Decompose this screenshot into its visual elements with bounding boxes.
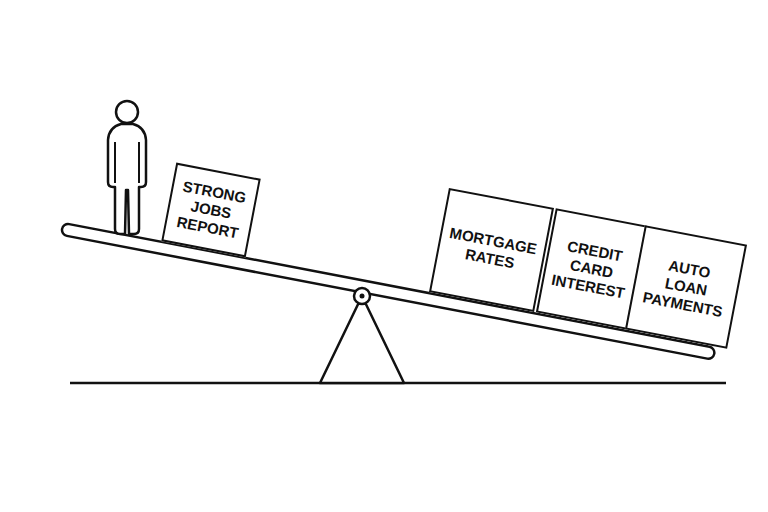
fulcrum-triangle (320, 296, 404, 383)
weight-box: STRONG JOBS REPORT (161, 162, 261, 257)
person-figure (108, 101, 146, 234)
weight-box: MORTGAGE RATES (429, 188, 554, 312)
box-label: MORTGAGE RATES (445, 224, 539, 276)
pivot-circle (354, 288, 370, 304)
box-label: AUTO LOAN PAYMENTS (640, 253, 733, 322)
box-label: STRONG JOBS REPORT (173, 177, 248, 242)
box-label: CREDIT CARD INTEREST (550, 236, 633, 303)
weight-box: AUTO LOAN PAYMENTS (625, 226, 747, 350)
pivot-dot (360, 294, 365, 299)
